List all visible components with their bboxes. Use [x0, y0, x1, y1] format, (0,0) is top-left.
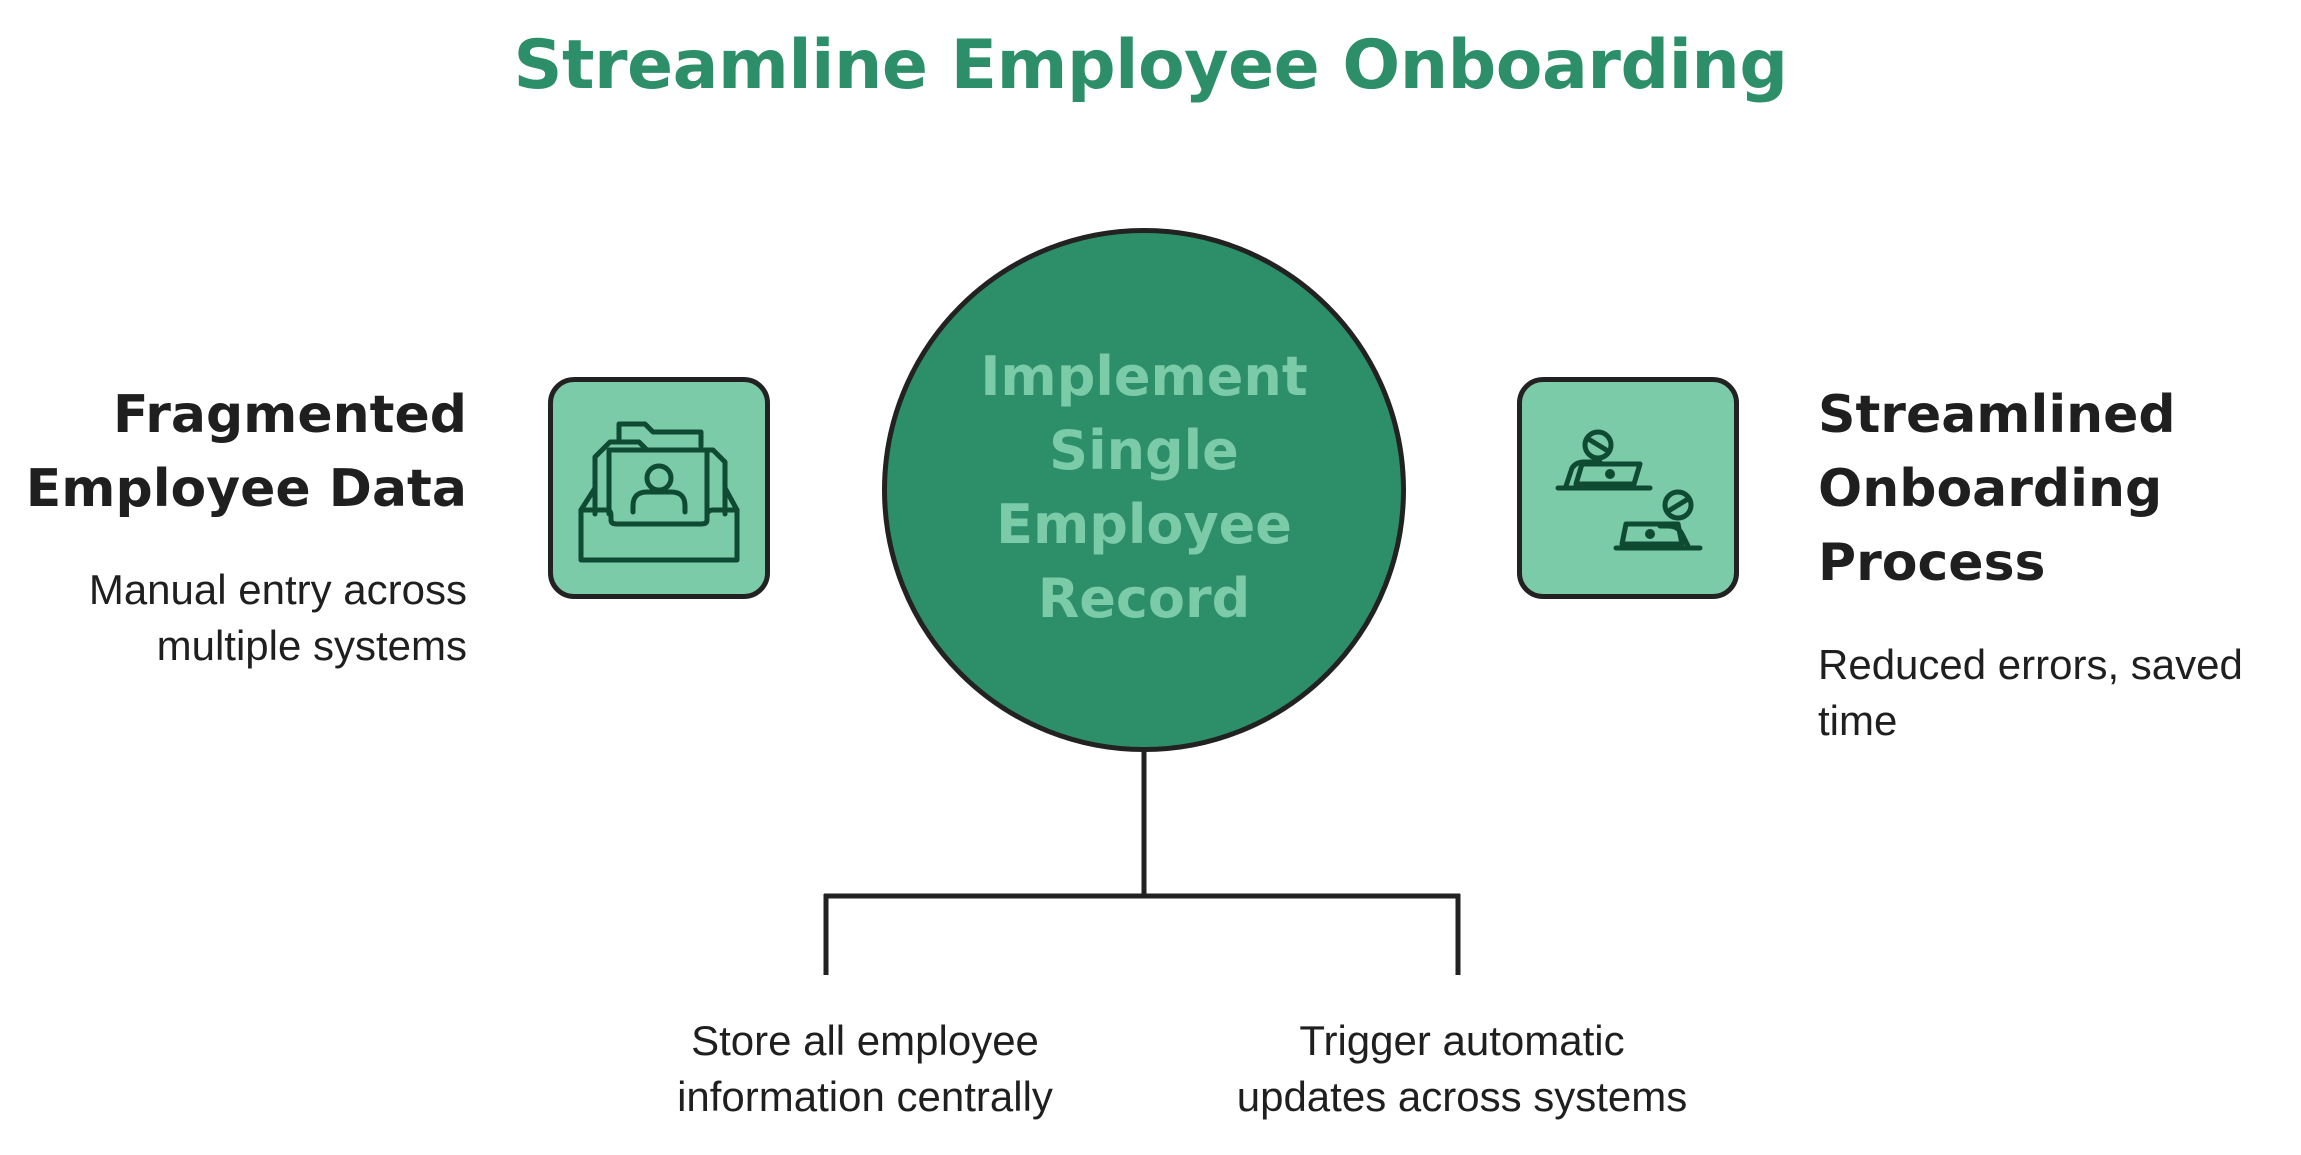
fragmented-data-description: Manual entry across multiple systems [89, 562, 467, 674]
central-action-label: Implement Single Employee Record [882, 340, 1406, 636]
branch-trigger-updates: Trigger automatic updates across systems [1162, 1013, 1762, 1125]
heading-line: Employee Data [25, 459, 467, 519]
heading-line: Streamlined [1818, 385, 2176, 445]
streamlined-process-description: Reduced errors, saved time [1818, 637, 2243, 749]
description-line: time [1818, 697, 1898, 744]
folder-inbox-icon [578, 421, 740, 563]
circle-label-line: Employee [996, 493, 1292, 556]
people-laptops-icon [1555, 429, 1703, 551]
branch-text-line: Trigger automatic [1299, 1017, 1625, 1064]
branch-text-line: information centrally [677, 1073, 1053, 1120]
page-title: Streamline Employee Onboarding [513, 26, 1788, 105]
circle-label-line: Record [1037, 567, 1251, 630]
description-line: multiple systems [156, 622, 467, 669]
heading-line: Process [1818, 533, 2046, 593]
branch-text-line: updates across systems [1236, 1073, 1688, 1120]
fragmented-data-heading: Fragmented Employee Data [26, 378, 467, 526]
streamlined-process-heading: Streamlined Onboarding Process [1818, 378, 2176, 600]
circle-label-line: Implement [980, 345, 1308, 408]
branch-store-centrally: Store all employee information centrally [565, 1013, 1165, 1125]
branch-text-line: Store all employee [691, 1017, 1039, 1064]
heading-line: Onboarding [1818, 459, 2163, 519]
description-line: Reduced errors, saved [1818, 641, 2243, 688]
description-line: Manual entry across [88, 566, 467, 613]
circle-label-line: Single [1049, 419, 1239, 482]
heading-line: Fragmented [113, 385, 467, 445]
people-laptops-icon-box [1517, 377, 1739, 599]
folder-inbox-icon-box [548, 377, 770, 599]
central-action-circle [882, 228, 1406, 752]
